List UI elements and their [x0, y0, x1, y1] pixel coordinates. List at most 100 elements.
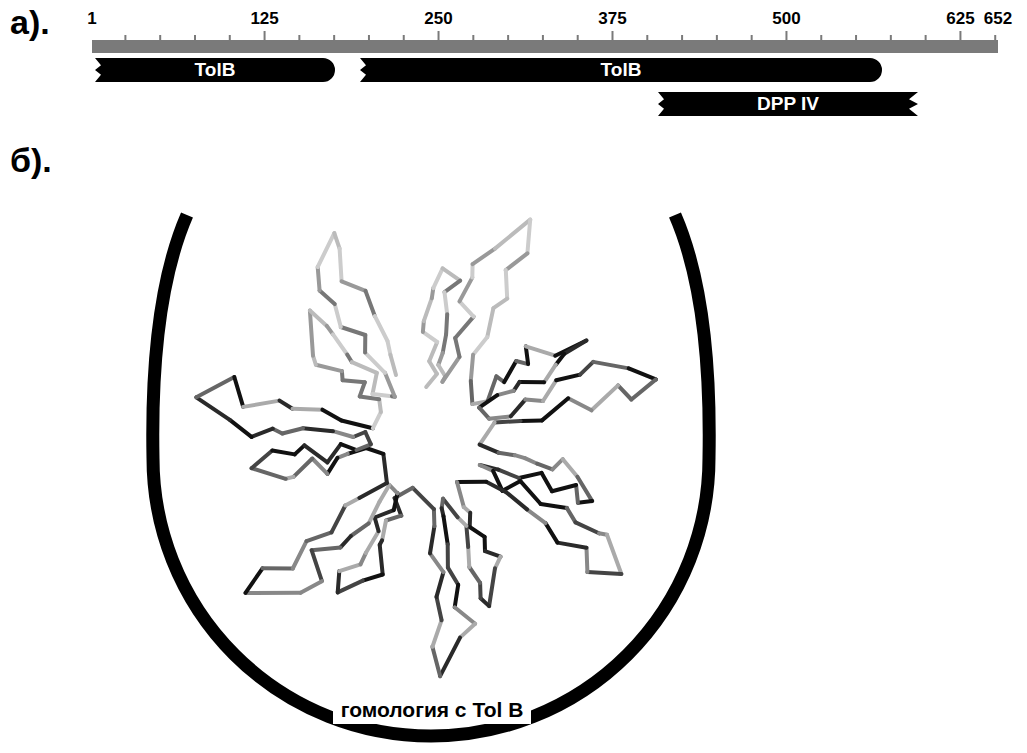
ruler-tick: [611, 31, 613, 41]
backbone-segment: [280, 401, 293, 409]
backbone-segment: [466, 526, 468, 547]
ruler-tick: [298, 35, 300, 41]
domain-name: TolB: [601, 59, 642, 81]
backbone-segment: [495, 421, 521, 423]
ruler-tick: [542, 35, 544, 41]
backbone-segment: [307, 532, 332, 541]
backbone-segment: [558, 543, 587, 548]
ruler-tick: [890, 35, 892, 41]
backbone-segment: [593, 362, 629, 369]
backbone-segment: [499, 453, 515, 456]
backbone-segment: [252, 468, 286, 479]
backbone-segment: [369, 502, 380, 524]
backbone-segment: [563, 459, 578, 477]
backbone-segment: [432, 620, 441, 647]
backbone-segment: [382, 521, 386, 541]
backbone-segment: [338, 581, 363, 593]
backbone-segment: [312, 550, 322, 581]
backbone-segment: [432, 647, 440, 676]
backbone-segment: [380, 545, 383, 575]
backbone-segment: [455, 607, 475, 623]
backbone-segment: [426, 374, 437, 387]
backbone-segment: [429, 361, 437, 374]
backbone-segment: [471, 381, 473, 404]
backbone-segment: [520, 481, 540, 504]
backbone-segment: [555, 341, 586, 356]
backbone-segment: [430, 526, 434, 553]
backbone-segment: [430, 553, 443, 572]
backbone-segment: [322, 410, 341, 421]
backbone-segment: [444, 516, 448, 544]
backbone-segment: [568, 398, 591, 410]
ruler-tick: [229, 35, 231, 41]
backbone-segment: [230, 420, 252, 437]
backbone-segment: [495, 220, 530, 249]
ruler-tick: [925, 35, 927, 41]
backbone-segment: [438, 365, 445, 377]
backbone-segment: [360, 382, 365, 396]
backbone-segment: [446, 544, 450, 567]
ruler-tick: [403, 35, 405, 41]
ruler-number: 250: [424, 9, 452, 29]
backbone-segment: [473, 249, 495, 265]
ruler-number: 1: [87, 9, 96, 29]
homology-label: гомология с Tol B: [333, 695, 532, 724]
backbone-segment: [470, 264, 474, 278]
backbone-segment: [359, 483, 387, 498]
backbone-segment: [519, 473, 542, 478]
ruler-tick: [333, 35, 335, 41]
backbone-segment: [320, 291, 335, 305]
backbone-segment: [303, 428, 333, 431]
backbone-segment: [386, 516, 401, 521]
backbone-segment: [234, 377, 243, 407]
backbone-segment: [334, 233, 339, 249]
backbone-segment: [576, 485, 578, 503]
backbone-segment: [437, 572, 444, 597]
backbone-segment: [564, 341, 586, 354]
backbone-segment: [493, 299, 507, 309]
backbone-segment: [478, 583, 483, 599]
backbone-segment: [318, 233, 335, 267]
protein-backbone: [196, 220, 656, 676]
backbone-segment: [332, 506, 346, 533]
backbone-segment: [578, 501, 592, 503]
backbone-segment: [312, 547, 341, 550]
backbone-segment: [293, 541, 307, 568]
backbone-segment: [460, 624, 475, 638]
backbone-segment: [246, 568, 263, 593]
backbone-segment: [618, 385, 631, 399]
backbone-segment: [480, 445, 499, 453]
backbone-segment: [196, 377, 234, 397]
backbone-segment: [433, 268, 442, 288]
backbone-segment: [413, 488, 434, 509]
backbone-segment: [480, 423, 495, 445]
ruler-tick: [716, 35, 718, 41]
backbone-segment: [318, 267, 320, 291]
ruler-tick: [785, 31, 787, 41]
backbone-segment: [282, 428, 303, 433]
panel-label: а).: [10, 2, 50, 43]
backbone-segment: [483, 537, 487, 551]
backbone-segment: [443, 268, 461, 280]
backbone-segment: [468, 547, 469, 567]
backbone-segment: [263, 566, 293, 570]
panel-label: б).: [10, 140, 52, 181]
backbone-segment: [366, 291, 375, 316]
backbone-segment: [497, 391, 514, 395]
ruler-number: 125: [250, 9, 278, 29]
domain-bar: TolB: [360, 58, 882, 82]
backbone-segment: [486, 482, 506, 492]
backbone-segment: [343, 380, 365, 382]
backbone-segment: [521, 418, 542, 423]
ruler-number: 652: [984, 9, 1012, 29]
backbone-segment: [543, 380, 556, 401]
backbone-segment: [333, 431, 353, 437]
domain-name: TolB: [195, 59, 236, 81]
backbone-segment: [506, 253, 528, 270]
backbone-segment: [252, 451, 273, 469]
backbone-segment: [487, 308, 493, 337]
backbone-segment: [556, 375, 580, 381]
backbone-segment: [479, 408, 489, 419]
backbone-segment: [480, 465, 493, 471]
backbone-segment: [541, 504, 567, 508]
